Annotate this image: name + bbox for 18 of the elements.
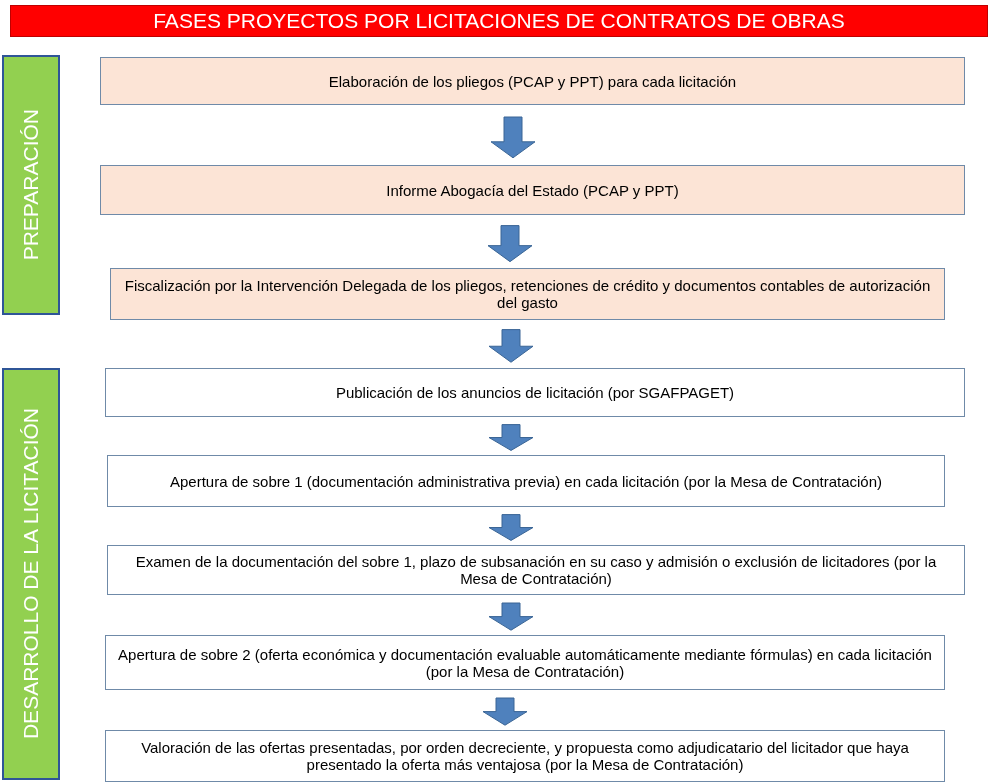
tender-step-box: Publicación de los anuncios de licitación (por SGAFPAGET) [105, 368, 965, 417]
tender-step-box: Apertura de sobre 1 (documentación administrativa previa) en cada licitación (por la Mesa de Contratación) [107, 455, 945, 507]
phase-band: DESARROLLO DE LA LICITACIÓN [2, 368, 60, 780]
block-arrow [488, 514, 534, 541]
phase-band: PREPARACIÓN [2, 55, 60, 315]
block-arrow [488, 602, 534, 631]
block-arrow [488, 424, 534, 451]
block-arrow [482, 697, 528, 726]
tender-step-box: Apertura de sobre 2 (oferta económica y documentación evaluable automáticamente mediante fórmulas) en cada licitación (por la Mesa de Contratación) [105, 635, 945, 690]
preparation-step-box: Fiscalización por la Intervención Delegada de los pliegos, retenciones de crédito y documentos contables de autorización del gasto [110, 268, 945, 320]
tender-step-box: Examen de la documentación del sobre 1, plazo de subsanación en su caso y admisión o exclusión de licitadores (por la Mesa de Contratación) [107, 545, 965, 595]
block-arrow [488, 329, 534, 363]
title-banner: FASES PROYECTOS POR LICITACIONES DE CONTRATOS DE OBRAS [10, 5, 988, 37]
preparation-step-box: Informe Abogacía del Estado (PCAP y PPT) [100, 165, 965, 215]
block-arrow [490, 116, 536, 159]
block-arrow [487, 225, 533, 263]
preparation-step-box: Elaboración de los pliegos (PCAP y PPT) para cada licitación [100, 57, 965, 105]
tender-step-box: Valoración de las ofertas presentadas, por orden decreciente, y propuesta como adjudicatario del licitador que haya presentado la oferta más ventajosa (por la Mesa de Contratación) [105, 730, 945, 782]
